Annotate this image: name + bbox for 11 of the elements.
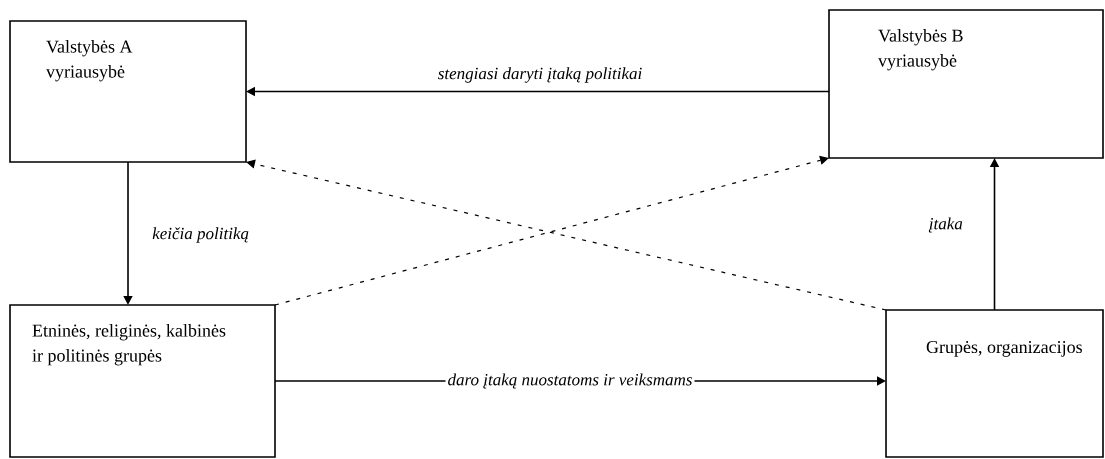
arrow [246, 159, 887, 311]
box: Valstybės B vyriausybė [828, 9, 1104, 159]
edge-label: keičia politiką [150, 225, 251, 245]
edge-label: daro įtaką nuostatoms ir veiksmams [445, 371, 695, 391]
arrow [123, 161, 133, 305]
edge-label: stengiasi daryti įtaką politikai [435, 65, 645, 85]
box: Grupės, organizacijos [885, 309, 1104, 458]
edge-label: įtaka [926, 215, 965, 235]
box: Valstybės A vyriausybė [9, 20, 247, 163]
arrow [274, 155, 829, 306]
box: Etninės, religinės, kalbinės ir politinės grupės [9, 304, 276, 458]
